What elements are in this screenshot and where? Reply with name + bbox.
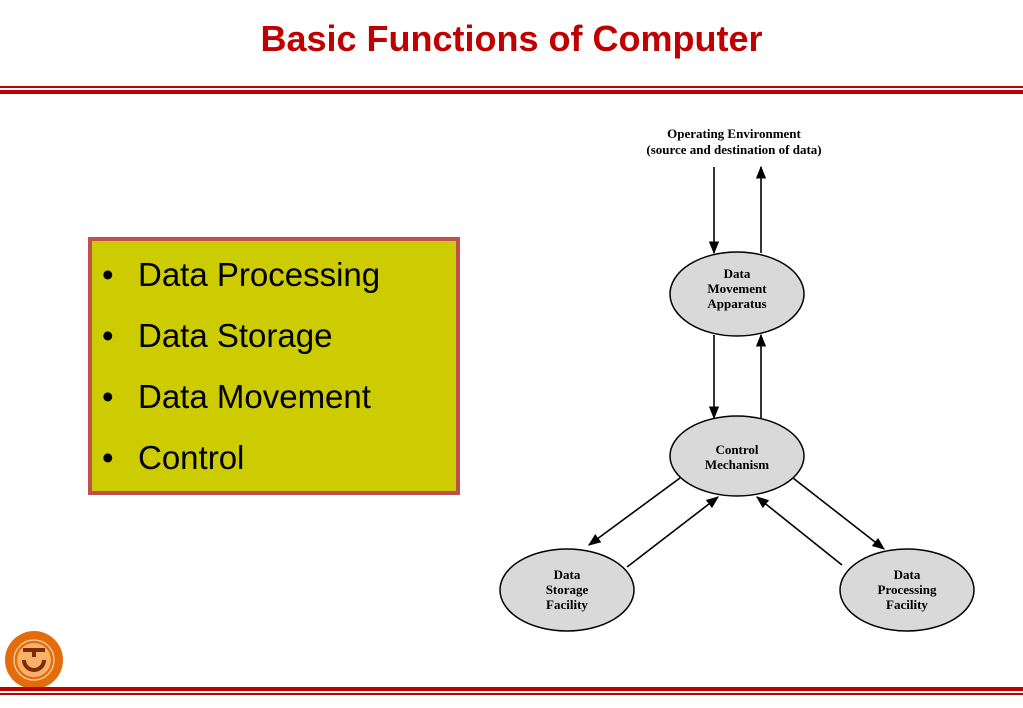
control-to-storage-arrow [587, 477, 681, 546]
function-label: Data Processing [138, 256, 381, 293]
control-to-processing-arrow [792, 477, 886, 550]
node-label: Data [724, 266, 751, 281]
node-label: Storage [546, 582, 589, 597]
list-item: • Data Processing [102, 253, 456, 314]
bullet-icon: • [102, 378, 114, 415]
node-label: Control [715, 442, 758, 457]
bullet-icon: • [102, 439, 114, 476]
footer-divider-thick [0, 687, 1023, 691]
function-label: Data Movement [138, 378, 371, 415]
node-label: Mechanism [705, 457, 769, 472]
list-item: • Data Movement [102, 375, 456, 436]
control-mechanism-node: Control Mechanism [669, 415, 805, 497]
data-processing-node: Data Processing Facility [839, 548, 975, 632]
node-label: Data [554, 567, 581, 582]
node-label: Movement [707, 281, 767, 296]
data-storage-node: Data Storage Facility [499, 548, 635, 632]
list-item: • Data Storage [102, 314, 456, 375]
function-label: Control [138, 439, 245, 476]
list-item: • Control [102, 436, 456, 497]
functions-list: • Data Processing • Data Storage • Data … [92, 241, 456, 497]
data-movement-node: Data Movement Apparatus [669, 251, 805, 337]
bullet-icon: • [102, 256, 114, 293]
environment-label-line2: (source and destination of data) [646, 142, 821, 157]
functional-view-diagram: Operating Environment (source and destin… [499, 126, 975, 632]
node-label: Data [894, 567, 921, 582]
node-label: Apparatus [707, 296, 766, 311]
header-divider [0, 86, 1023, 88]
function-label: Data Storage [138, 317, 333, 354]
node-label: Facility [886, 597, 928, 612]
node-label: Processing [878, 582, 937, 597]
header-divider-thick [0, 90, 1023, 94]
environment-label-line1: Operating Environment [667, 126, 801, 141]
bullet-icon: • [102, 317, 114, 354]
slide-title: Basic Functions of Computer [260, 18, 763, 59]
footer-divider [0, 693, 1023, 695]
functions-box: • Data Processing • Data Storage • Data … [88, 237, 460, 495]
storage-to-control-arrow [626, 496, 720, 568]
university-seal-icon [5, 631, 63, 689]
processing-to-control-arrow [756, 496, 843, 566]
node-label: Facility [546, 597, 588, 612]
